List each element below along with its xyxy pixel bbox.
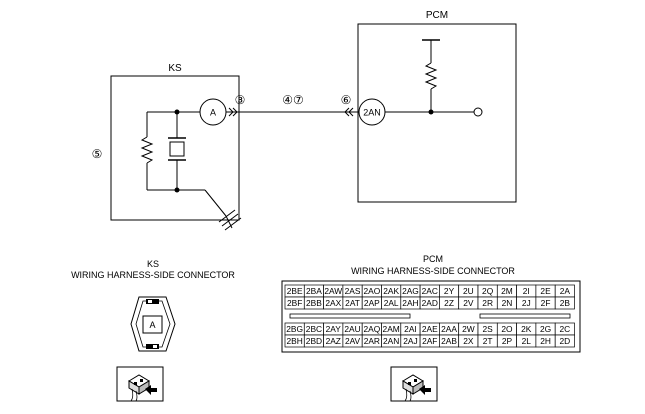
pcm-connector-pin-label: 2AO — [363, 286, 380, 296]
pcm-connector-pin-label: 2AE — [422, 324, 438, 334]
pcm-terminal-label: 2AN — [363, 108, 381, 118]
pcm-connector-pin-label: 2AI — [404, 324, 417, 334]
pcm-connector-pin-label: 2BD — [306, 336, 322, 346]
pcm-connector-pin-label: 2BC — [306, 324, 322, 334]
callout-4-7: ④⑦ — [282, 93, 304, 107]
pcm-connector-pin-label: 2H — [540, 336, 551, 346]
pcm-connector-pin-label: 2AP — [364, 298, 380, 308]
pcm-connector-pin-label: 2A — [560, 286, 571, 296]
ground-icon — [218, 209, 242, 231]
pcm-connector-pin-label: 2AZ — [326, 336, 341, 346]
ks-connector-pin-label: A — [149, 320, 155, 330]
pcm-connector-pin-label: 2AF — [422, 336, 437, 346]
connector-plug-icon — [116, 366, 164, 402]
pcm-connector-pin-label: 2AA — [441, 324, 457, 334]
pcm-connector-pin-label: 2AJ — [403, 336, 417, 346]
pcm-connector-pin-label: 2Y — [444, 286, 455, 296]
pcm-connector-pin-label: 2AT — [345, 298, 360, 308]
pcm-connector-pin-label: 2M — [501, 286, 513, 296]
pcm-connector-pin-label: 2AR — [364, 336, 380, 346]
pcm-connector-pin-label: 2BE — [287, 286, 303, 296]
pcm-connector-pin-label: 2J — [522, 298, 531, 308]
pcm-connector-pin-label: 2AX — [325, 298, 341, 308]
pcm-connector-pin-label: 2K — [521, 324, 532, 334]
ks-connector-pin — [142, 315, 163, 334]
pcm-connector-pin-label: 2U — [463, 286, 474, 296]
pcm-connector-pin-label: 2AH — [402, 298, 418, 308]
pcm-connector-pin-label: 2AS — [345, 286, 361, 296]
pcm-connector-pin-label: 2AB — [441, 336, 457, 346]
pcm-connector-pin-label: 2W — [462, 324, 475, 334]
pcm-connector-pin-label: 2BF — [287, 298, 302, 308]
pcm-connector-pin-label: 2AQ — [363, 324, 380, 334]
pcm-connector-pin-label: 2BG — [286, 324, 303, 334]
pcm-resistor — [424, 62, 438, 90]
pcm-connector-cavity — [554, 296, 575, 310]
pcm-connector-pin-label: 2AW — [324, 286, 342, 296]
pcm-connector-pin-label: 2V — [463, 298, 474, 308]
connector-chevron-icon — [228, 107, 234, 117]
pcm-connector-pin-label: 2AD — [422, 298, 438, 308]
ks-connector-subtitle: WIRING HARNESS-SIDE CONNECTOR — [71, 270, 235, 280]
pcm-connector-pin-label: 2AY — [326, 324, 342, 334]
pcm-connector-pin-label: 2B — [560, 298, 571, 308]
pcm-connector-pin-label: 2E — [540, 286, 551, 296]
pcm-connector-pin-label: 2AM — [383, 324, 400, 334]
connector-plug-icon — [390, 366, 438, 402]
pcm-connector-subtitle: WIRING HARNESS-SIDE CONNECTOR — [351, 266, 515, 276]
pcm-connector-pin-label: 2Q — [482, 286, 494, 296]
pcm-connector-pin-label: 2Z — [444, 298, 454, 308]
ks-connector-latch — [146, 299, 159, 304]
pcm-connector-pin-label: 2AK — [383, 286, 399, 296]
pcm-connector-key-right — [479, 313, 571, 319]
pcm-connector-pin-label: 2D — [559, 336, 570, 346]
pcm-box — [357, 23, 517, 203]
pcm-connector-pin-label: 2P — [502, 336, 513, 346]
ks-title: KS — [168, 63, 182, 74]
pcm-connector-pin-label: 2T — [483, 336, 493, 346]
callout-3: ③ — [235, 93, 246, 107]
pcm-connector-pin-label: 2X — [463, 336, 474, 346]
pcm-connector-pin-label: 2L — [522, 336, 532, 346]
callout-5: ⑤ — [92, 147, 103, 161]
pcm-connector-pin-label: 2G — [540, 324, 551, 334]
pcm-connector-pin-label: 2S — [483, 324, 494, 334]
pcm-connector-pin-label: 2AN — [383, 336, 399, 346]
pcm-connector-key-left — [289, 313, 411, 319]
pcm-connector-cavity — [554, 334, 575, 348]
pcm-connector-pin-label: 2AL — [384, 298, 399, 308]
pcm-connector-pin-label: 2F — [541, 298, 551, 308]
harness-wire: ③ ④⑦ ⑥ — [226, 93, 358, 117]
connector-chevron-icon — [344, 107, 350, 117]
pcm-connector-title: PCM — [423, 254, 443, 264]
pcm-connector-pin-label: 2AC — [422, 286, 438, 296]
pcm-connector-pin-label: 2BB — [306, 298, 322, 308]
pcm-connector-pin-label: 2C — [559, 324, 570, 334]
callout-6: ⑥ — [341, 93, 352, 107]
pcm-connector-pin-label: 2I — [523, 286, 530, 296]
pcm-connector-pin-label: 2AG — [402, 286, 419, 296]
ks-connector-title: KS — [147, 259, 159, 269]
ks-terminal-label: A — [210, 108, 216, 118]
pcm-connector-pin-label: 2N — [502, 298, 513, 308]
pcm-connector-pin-label: 2O — [501, 324, 513, 334]
pcm-open-terminal — [473, 107, 483, 117]
ks-box — [110, 75, 240, 221]
pcm-title: PCM — [426, 10, 448, 21]
ks-resistor — [140, 136, 154, 164]
pcm-connector-pin-label: 2AU — [344, 324, 360, 334]
pcm-connector-pin-label: 2R — [482, 298, 493, 308]
ks-crystal — [169, 141, 185, 157]
ks-connector-view: KS WIRING HARNESS-SIDE CONNECTOR A — [71, 259, 235, 402]
pcm-connector-pin-label: 2AV — [345, 336, 361, 346]
pcm-connector-pin-label: 2BA — [306, 286, 322, 296]
pcm-connector-pin-label: 2BH — [287, 336, 303, 346]
pcm-component: PCM 2AN — [357, 10, 517, 203]
ks-component: KS A ⑤ — [92, 63, 242, 231]
